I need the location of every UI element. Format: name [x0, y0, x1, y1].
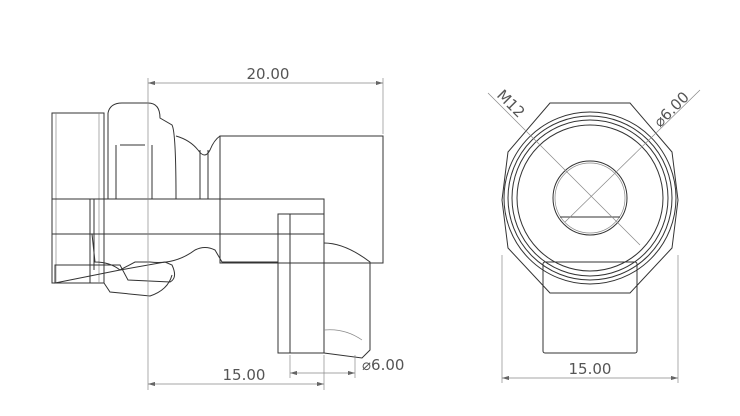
outlet-stem: [542, 261, 638, 354]
hex-nut-upper: [107, 102, 177, 200]
side-view: 20.00 15.00 ⌀6.00: [51, 65, 404, 390]
hex-outline: [501, 102, 679, 294]
outlet-pipe: [277, 213, 325, 354]
end-view: M12 ⌀6.00 15.00: [487, 86, 701, 383]
bore-diameter-label: ⌀6.00: [650, 88, 693, 131]
bore-section: [51, 198, 325, 235]
dim-outlet-diameter: ⌀6.00: [362, 356, 404, 374]
hatched-wall: [91, 233, 279, 271]
dim-overall-length: 20.00: [247, 65, 290, 83]
union-nut-body: [51, 112, 105, 284]
dim-outlet-offset: 15.00: [223, 366, 266, 384]
thread-circle: [516, 124, 664, 272]
dim-width: 15.00: [569, 360, 612, 378]
leader-thread: [487, 92, 641, 246]
leader-bore: [564, 89, 701, 223]
bore-circle: [552, 160, 628, 236]
thread-label: M12: [493, 86, 528, 121]
